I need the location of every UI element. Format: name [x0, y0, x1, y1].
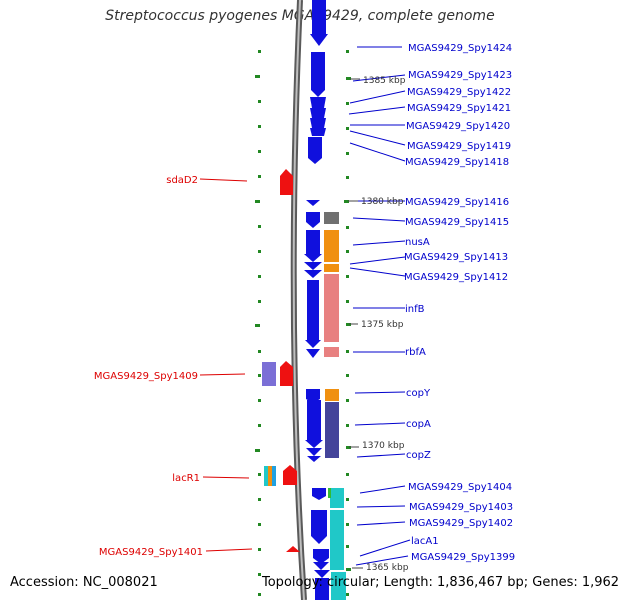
- gene-label-nusA: nusA: [405, 237, 430, 248]
- left-gene-labels[interactable]: sdaD2 MGAS9429_Spy1409 lacR1 MGAS9429_Sp…: [94, 175, 203, 558]
- forward-genes[interactable]: [304, 0, 330, 600]
- gene-label-spy1402: MGAS9429_Spy1402: [409, 518, 513, 529]
- reverse-genes[interactable]: [262, 169, 300, 552]
- gene-label-spy1421: MGAS9429_Spy1421: [407, 103, 511, 114]
- gene-label-spy1403: MGAS9429_Spy1403: [409, 502, 513, 513]
- scale-labels: 1385 kbp 1380 kbp 1375 kbp 1370 kbp 1365…: [361, 76, 409, 573]
- genome-stats-label: Topology: circular; Length: 1,836,467 bp…: [262, 575, 619, 590]
- gene-label-spy1404: MGAS9429_Spy1404: [408, 482, 512, 493]
- scale-label-1375: 1375 kbp: [361, 320, 404, 330]
- gene-label-spy1420: MGAS9429_Spy1420: [406, 121, 510, 132]
- genome-map[interactable]: 1385 kbp 1380 kbp 1375 kbp 1370 kbp 1365…: [0, 0, 600, 600]
- function-bars: [324, 212, 346, 600]
- gene-label-copA: copA: [406, 419, 431, 430]
- right-gene-labels[interactable]: MGAS9429_Spy1424 MGAS9429_Spy1423 MGAS94…: [404, 43, 515, 563]
- gene-label-copZ: copZ: [406, 450, 431, 461]
- gene-label-spy1412: MGAS9429_Spy1412: [404, 272, 508, 283]
- gene-label-spy1416: MGAS9429_Spy1416: [405, 197, 509, 208]
- tick-marks: [255, 50, 351, 596]
- left-leader-lines: [199, 178, 253, 552]
- gene-label-lacR1: lacR1: [172, 473, 200, 484]
- gene-label-copY: copY: [406, 388, 431, 399]
- gene-label-spy1401: MGAS9429_Spy1401: [99, 547, 203, 558]
- scale-label-1370: 1370 kbp: [362, 441, 405, 451]
- gene-label-infB: infB: [405, 304, 425, 315]
- gene-label-sdaD2: sdaD2: [166, 175, 198, 186]
- gene-label-spy1413: MGAS9429_Spy1413: [404, 252, 508, 263]
- gene-label-spy1409: MGAS9429_Spy1409: [94, 371, 198, 382]
- gene-label-spy1415: MGAS9429_Spy1415: [405, 217, 509, 228]
- gene-label-spy1423: MGAS9429_Spy1423: [408, 70, 512, 81]
- gene-label-spy1418: MGAS9429_Spy1418: [405, 157, 509, 168]
- accession-label: Accession: NC_008021: [10, 575, 158, 590]
- scale-label-1365: 1365 kbp: [366, 563, 409, 573]
- gene-label-rbfA: rbfA: [405, 347, 426, 358]
- scale-label-1385: 1385 kbp: [363, 76, 406, 86]
- scale-label-leaders: [348, 78, 363, 569]
- scale-label-1380: 1380 kbp: [361, 197, 404, 207]
- gene-label-spy1419: MGAS9429_Spy1419: [407, 141, 511, 152]
- right-leader-lines: [348, 46, 411, 566]
- gene-label-spy1399: MGAS9429_Spy1399: [411, 552, 515, 563]
- genome-backbone-highlight: [292, 0, 305, 600]
- gene-label-lacA1: lacA1: [411, 536, 439, 547]
- gene-label-spy1424: MGAS9429_Spy1424: [408, 43, 512, 54]
- gene-label-spy1422: MGAS9429_Spy1422: [407, 87, 511, 98]
